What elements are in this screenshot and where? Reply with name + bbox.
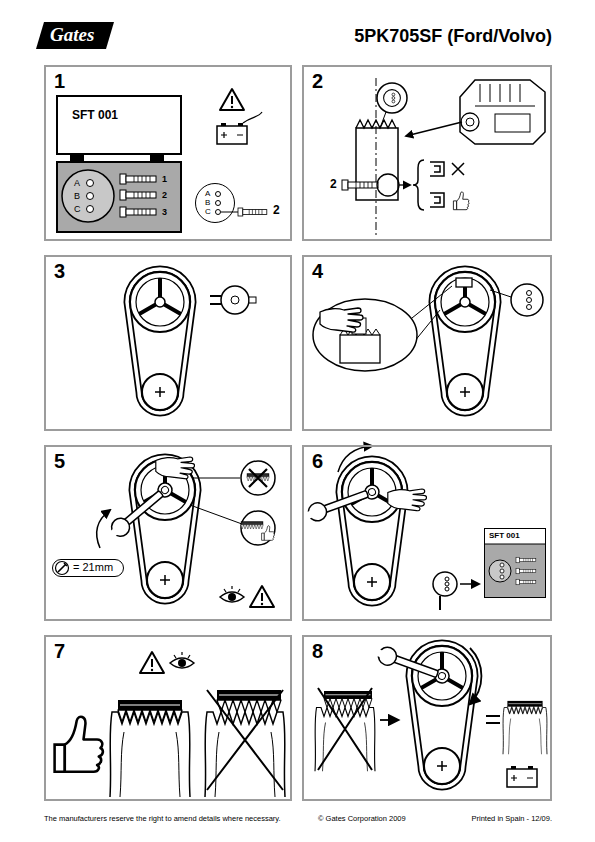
- tool-kit: SFT 001: [484, 528, 546, 598]
- step-panel: 3: [44, 255, 292, 431]
- locking-tool-disc: ABC: [195, 183, 235, 223]
- hole-letter: A: [205, 189, 210, 198]
- logo-text: Gates: [50, 24, 94, 46]
- step-number: 5: [54, 450, 65, 473]
- copyright-note: © Gates Corporation 2009: [318, 815, 406, 824]
- callout-number: 2: [330, 178, 337, 192]
- dimension-label: = 21mm: [73, 561, 113, 574]
- panel-3-art: [127, 269, 256, 413]
- step-panel: 7: [44, 635, 292, 801]
- sheet-title: 5PK705SF (Ford/Volvo): [354, 26, 552, 47]
- bolt-number: 2: [162, 190, 167, 200]
- step-number: 4: [312, 260, 323, 283]
- hole-letter: A: [74, 178, 80, 188]
- panel-6-art: [303, 446, 545, 610]
- panel-1-art: [56, 89, 267, 233]
- tool-kit-lid: SFT 001: [56, 95, 182, 155]
- step-panel: 8: [302, 635, 552, 801]
- hole-letter: B: [74, 191, 80, 201]
- kit-label: SFT 001: [489, 531, 520, 540]
- print-note: Printed in Spain - 12/09.: [472, 815, 552, 824]
- step-panel: 1SFT 001ABC123ABC: [44, 65, 292, 241]
- panel-8-art: [315, 643, 547, 787]
- hole-letter: C: [205, 207, 211, 216]
- bolt-number: 3: [162, 207, 167, 217]
- step-number: 3: [54, 260, 65, 283]
- panel-5-art: [56, 457, 276, 607]
- step-number: 8: [312, 640, 323, 663]
- logo-ground: [36, 22, 114, 49]
- panel-7-art: [55, 652, 285, 797]
- footer-note: The manufacturers reserve the right to a…: [44, 815, 281, 824]
- step-number: 2: [312, 70, 323, 93]
- panel-2-art: [342, 78, 545, 236]
- step-panel: 5 = 21mm: [44, 445, 292, 621]
- kit-label: SFT 001: [72, 109, 118, 123]
- step-number: 7: [54, 640, 65, 663]
- socket-size-badge: = 21mm: [52, 559, 124, 577]
- step-number: 6: [312, 450, 323, 473]
- step-panel: 6SFT 001: [302, 445, 552, 621]
- tool-kit-tray: ABC 1 2 3: [56, 161, 182, 233]
- panel-4-art: [313, 269, 543, 413]
- step-panel: 2: [302, 65, 552, 241]
- step-panel: 4: [302, 255, 552, 431]
- callout-number: 2: [273, 204, 280, 218]
- step-number: 1: [54, 70, 65, 93]
- hole-letter: C: [74, 204, 81, 214]
- bolt-number: 1: [162, 174, 167, 184]
- hole-letter: B: [205, 198, 210, 207]
